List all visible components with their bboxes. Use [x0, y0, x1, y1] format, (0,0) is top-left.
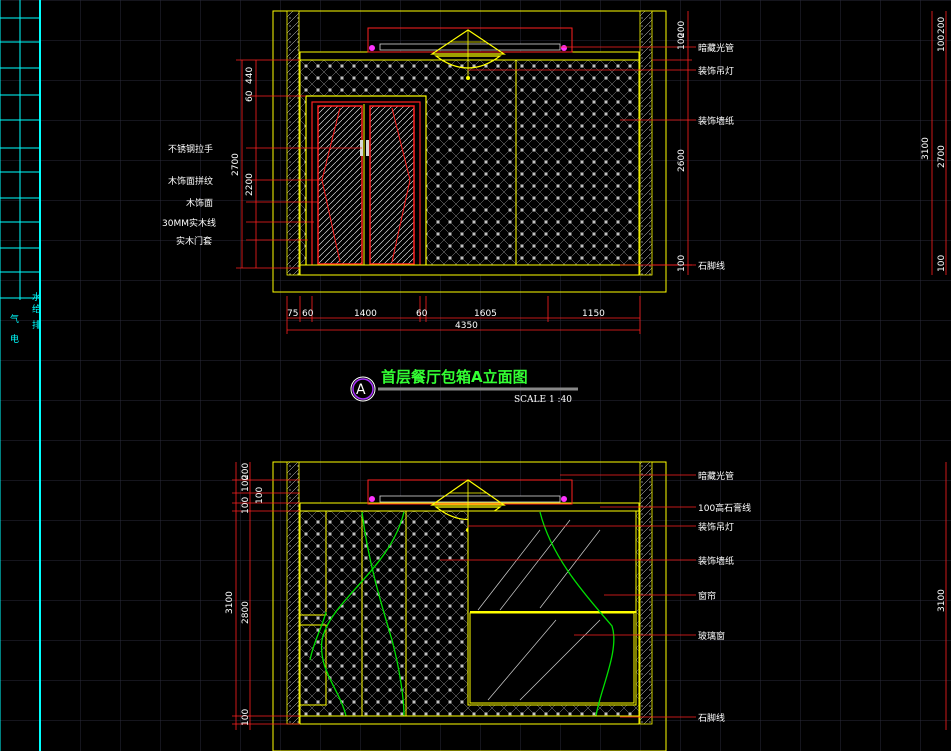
elevation-a: 暗藏光管 装饰吊灯 装饰墙纸 石脚线 不锈钢拉手 木饰面拼纹 木饰面 30MM实… [162, 10, 947, 334]
left-wall-section [286, 10, 300, 276]
elevation-b-frame [272, 461, 667, 751]
dim-far-right: 3100 [937, 589, 947, 612]
dim-bottom: 1150 [582, 309, 605, 319]
right-wall-section [639, 461, 653, 725]
dim-left: 60 [245, 90, 255, 102]
dim-far-right: 2700 [937, 145, 947, 168]
label-wallpaper: 装饰墙纸 [698, 555, 734, 567]
label-door-casing: 实木门套 [176, 235, 212, 247]
glass-window [467, 510, 637, 706]
door-handle-icon [366, 140, 369, 156]
title-block-char: 给 [32, 303, 41, 315]
label-veneer: 木饰面 [186, 197, 213, 209]
label-gypsum-line: 100高石膏线 [698, 502, 751, 514]
dim-left: 100 [241, 475, 251, 492]
ceiling-recess [367, 27, 573, 53]
left-dimension-lines [236, 59, 306, 269]
door-leaf-right [369, 105, 415, 265]
bottom-dimension-lines [286, 296, 641, 334]
label-stainless-handle: 不锈钢拉手 [168, 143, 213, 155]
stone-skirting [299, 715, 640, 725]
title-block-char: 电 [10, 333, 19, 345]
label-chandelier: 装饰吊灯 [698, 65, 734, 77]
section-marker-letter: A [356, 382, 366, 398]
chandelier-icon [430, 479, 506, 532]
dim-bottom: 75 [287, 309, 298, 319]
dim-far-right: 200 [937, 17, 947, 34]
drawing-title-text: 首层餐厅包箱A立面图 [381, 368, 528, 386]
label-glass-window: 玻璃窗 [698, 630, 725, 642]
label-wood-trim: 30MM实木线 [162, 217, 216, 229]
dim-far-right: 100 [937, 255, 947, 272]
dim-left: 440 [245, 67, 255, 84]
dim-left: 3100 [225, 591, 235, 614]
dim-left: 2800 [241, 601, 251, 624]
label-skirting: 石脚线 [698, 712, 725, 724]
label-wallpaper: 装饰墙纸 [698, 115, 734, 127]
dim-left: 200 [241, 463, 251, 480]
dim-left: 2700 [231, 153, 241, 176]
dim-far-right: 100 [937, 35, 947, 52]
door-leaf-left [317, 105, 363, 265]
left-dimension-lines [232, 462, 300, 730]
title-block-char: 排 [32, 319, 41, 331]
dim-left: 2200 [245, 173, 255, 196]
dim-bottom: 60 [302, 309, 314, 319]
dim-bottom: 1400 [354, 309, 377, 319]
right-wall-section [639, 10, 653, 276]
label-skirting: 石脚线 [698, 260, 725, 272]
dim-right: 2600 [677, 149, 687, 172]
label-hidden-light: 暗藏光管 [698, 42, 734, 54]
label-veneer-pattern: 木饰面拼纹 [168, 175, 213, 187]
dim-right: 100 [677, 255, 687, 272]
dim-far-right: 3100 [921, 137, 931, 160]
dim-left: 100 [255, 487, 265, 504]
dim-left: 100 [241, 709, 251, 726]
curtain [309, 511, 615, 717]
chandelier-icon [430, 29, 506, 80]
far-right-dimension-lines [931, 11, 947, 275]
label-hidden-light: 暗藏光管 [698, 470, 734, 482]
label-curtain: 窗帘 [698, 590, 716, 602]
elevation-a-frame [272, 10, 667, 293]
dim-left: 100 [241, 497, 251, 514]
title-block-char: 水 [32, 291, 41, 303]
drawing-title: A 首层餐厅包箱A立面图 SCALE 1 :40 [350, 368, 578, 405]
left-wall-section [286, 461, 300, 725]
title-block: 给 排 水 电 气 [0, 0, 41, 751]
section-marker-icon [350, 376, 376, 402]
dim-right: 200 [677, 21, 687, 38]
title-block-char: 气 [10, 313, 19, 325]
dim-total-width: 4350 [455, 321, 478, 331]
label-chandelier: 装饰吊灯 [698, 521, 734, 533]
dim-bottom: 60 [416, 309, 428, 319]
drawing-scale: SCALE 1 :40 [514, 395, 572, 405]
dim-right: 100 [677, 33, 687, 50]
ceiling-recess [367, 479, 573, 505]
elevation-b: 暗藏光管 100高石膏线 装饰吊灯 装饰墙纸 窗帘 玻璃窗 石脚线 100 20… [225, 461, 947, 751]
stone-skirting [299, 264, 640, 276]
right-dimension-lines [652, 11, 692, 275]
dim-bottom: 1605 [474, 309, 497, 319]
